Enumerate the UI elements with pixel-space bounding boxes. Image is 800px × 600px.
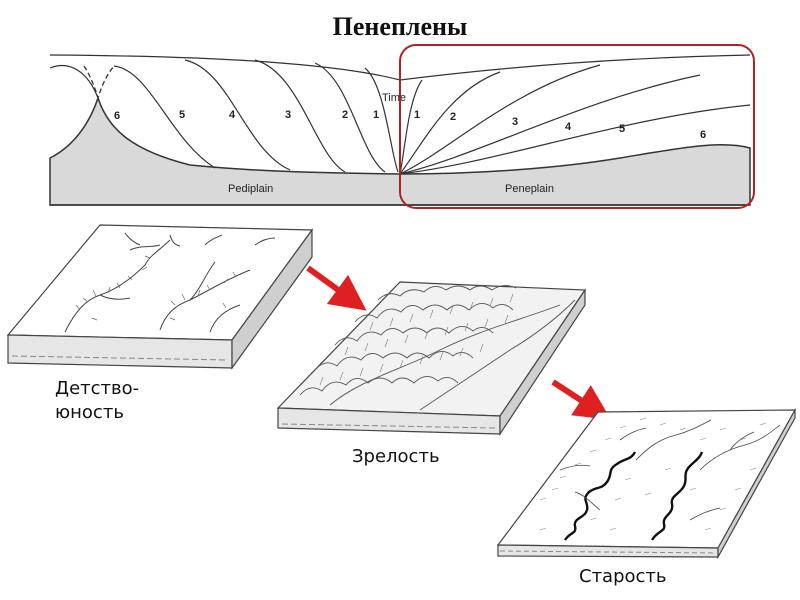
time-label: Time [382, 92, 406, 104]
right-curve-label: 2 [450, 111, 456, 123]
peneplain-label: Peneplain [505, 183, 554, 195]
youth-label-line-2: юность [55, 401, 139, 425]
left-curve-label: 6 [114, 110, 120, 122]
eroded-peak [84, 66, 114, 98]
old-age-label: Старость [579, 565, 667, 589]
right-curve-label: 6 [700, 129, 706, 141]
youth-label-line-1: Детство- [55, 377, 139, 401]
pediplain-slope-4 [185, 60, 290, 170]
pediplain-slope-1 [365, 68, 398, 172]
maturity-label: Зрелость [352, 445, 440, 469]
old-age-block [498, 410, 795, 557]
left-curve-label: 1 [373, 109, 379, 121]
pediplain-label: Pediplain [228, 183, 273, 195]
maturity-block [278, 282, 585, 434]
left-curve-label: 2 [342, 109, 348, 121]
youth-block [8, 225, 312, 368]
peneplain-slope-3 [400, 65, 600, 174]
left-curve-label: 4 [229, 109, 236, 121]
profile-diagram: 6 5 4 3 2 1 1 2 3 4 5 6 Time Pediplain P… [50, 45, 754, 208]
right-curve-label: 3 [512, 116, 518, 128]
right-curve-label: 4 [565, 121, 572, 133]
pediplain-slope-6 [50, 66, 98, 98]
left-curve-label: 5 [179, 109, 185, 121]
left-curve-label: 3 [285, 109, 291, 121]
right-curve-label: 1 [414, 109, 420, 121]
stage-arrow-2 [553, 382, 596, 410]
right-curve-label: 5 [619, 123, 625, 135]
youth-label: Детство- юность [55, 377, 139, 425]
stage-arrow-1 [308, 268, 352, 300]
